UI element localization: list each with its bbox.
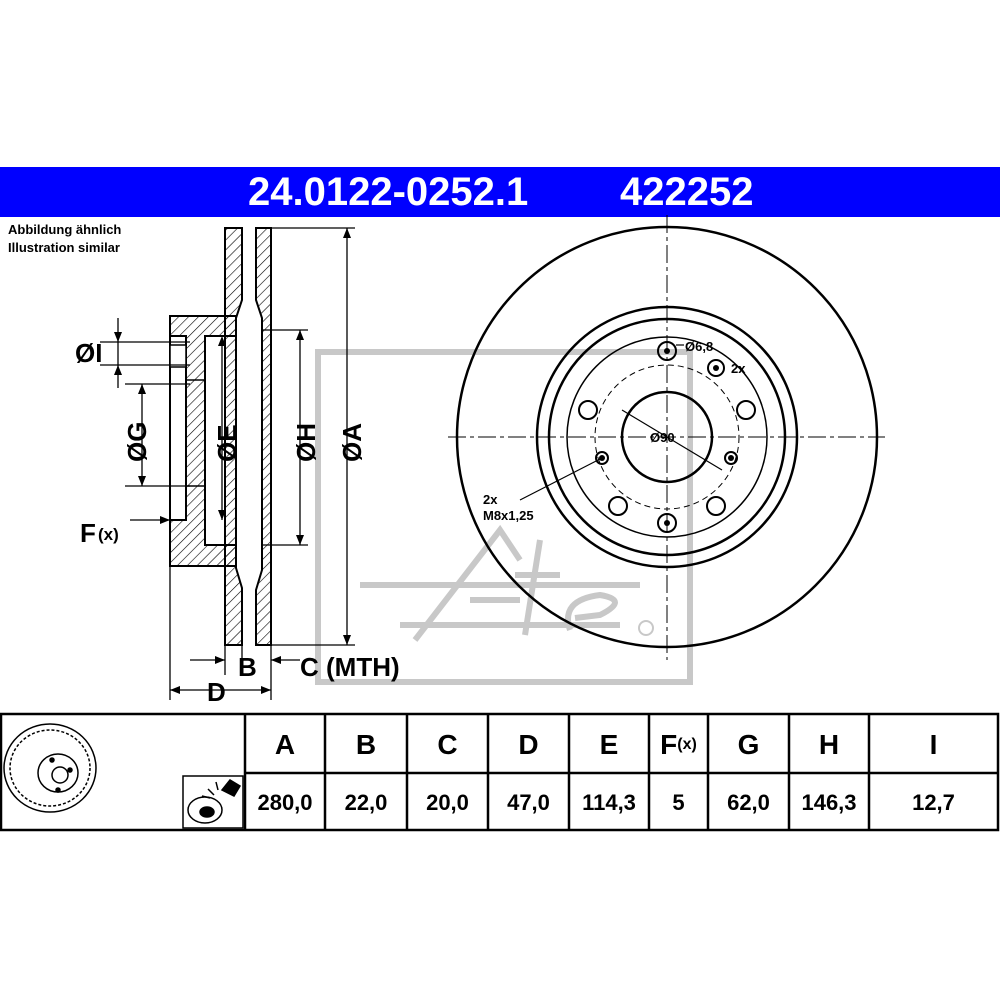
label-dia-a: ØA (337, 423, 367, 462)
value-e: 114,3 (582, 789, 636, 815)
header-bar: 24.0122-0252.1 422252 (0, 167, 1000, 217)
col-header-g: G (737, 728, 760, 760)
value-c: 20,0 (426, 789, 469, 815)
col-header-b: B (355, 728, 377, 760)
spec-table-frame (0, 712, 1000, 832)
col-header-f-main: F (660, 728, 678, 760)
label-pcd: Ø90 (650, 430, 675, 445)
label-dia-h: ØH (291, 423, 321, 462)
side-section-view (169, 227, 272, 646)
value-i: 12,7 (912, 789, 955, 815)
label-thread-count: 2x (483, 492, 498, 507)
value-h: 146,3 (801, 789, 857, 815)
label-b: B (238, 652, 257, 682)
value-f: 5 (672, 789, 685, 815)
front-view (448, 215, 885, 660)
label-hole-dia: Ø6,8 (685, 339, 713, 354)
value-g: 62,0 (727, 789, 770, 815)
spray-cleaning-icon (182, 775, 244, 829)
label-f-sub: (x) (98, 525, 119, 544)
label-d: D (207, 677, 226, 707)
col-header-d: D (518, 728, 539, 760)
label-thread: M8x1,25 (483, 508, 534, 523)
label-dia-e: ØE (212, 424, 242, 462)
col-header-c: C (437, 728, 458, 760)
col-header-f-sub: (x) (677, 735, 697, 753)
col-header-i: I (929, 728, 938, 760)
col-header-h: H (818, 728, 840, 760)
col-header-f: F(x) (649, 716, 708, 773)
brake-disc-icon (3, 723, 97, 813)
side-arrowheads (114, 228, 351, 694)
col-header-a: A (274, 728, 296, 760)
value-d: 47,0 (507, 789, 550, 815)
note-line-de: Abbildung ähnlich (8, 222, 122, 237)
label-dia-i: ØI (75, 338, 102, 368)
ate-watermark-logo (315, 349, 693, 685)
part-number: 24.0122-0252.1 (248, 170, 529, 214)
label-dia-g: ØG (122, 422, 152, 462)
reference-number: 422252 (620, 170, 754, 214)
front-markers (599, 348, 734, 526)
value-b: 22,0 (344, 789, 388, 815)
label-hole-count: 2x (731, 361, 746, 376)
note-line-en: Illustration similar (8, 240, 120, 255)
side-dimensions (100, 227, 355, 700)
col-header-e: E (599, 728, 619, 760)
label-f: F (80, 518, 96, 548)
label-c-mth: C (MTH) (300, 652, 400, 682)
value-a: 280,0 (257, 789, 313, 815)
